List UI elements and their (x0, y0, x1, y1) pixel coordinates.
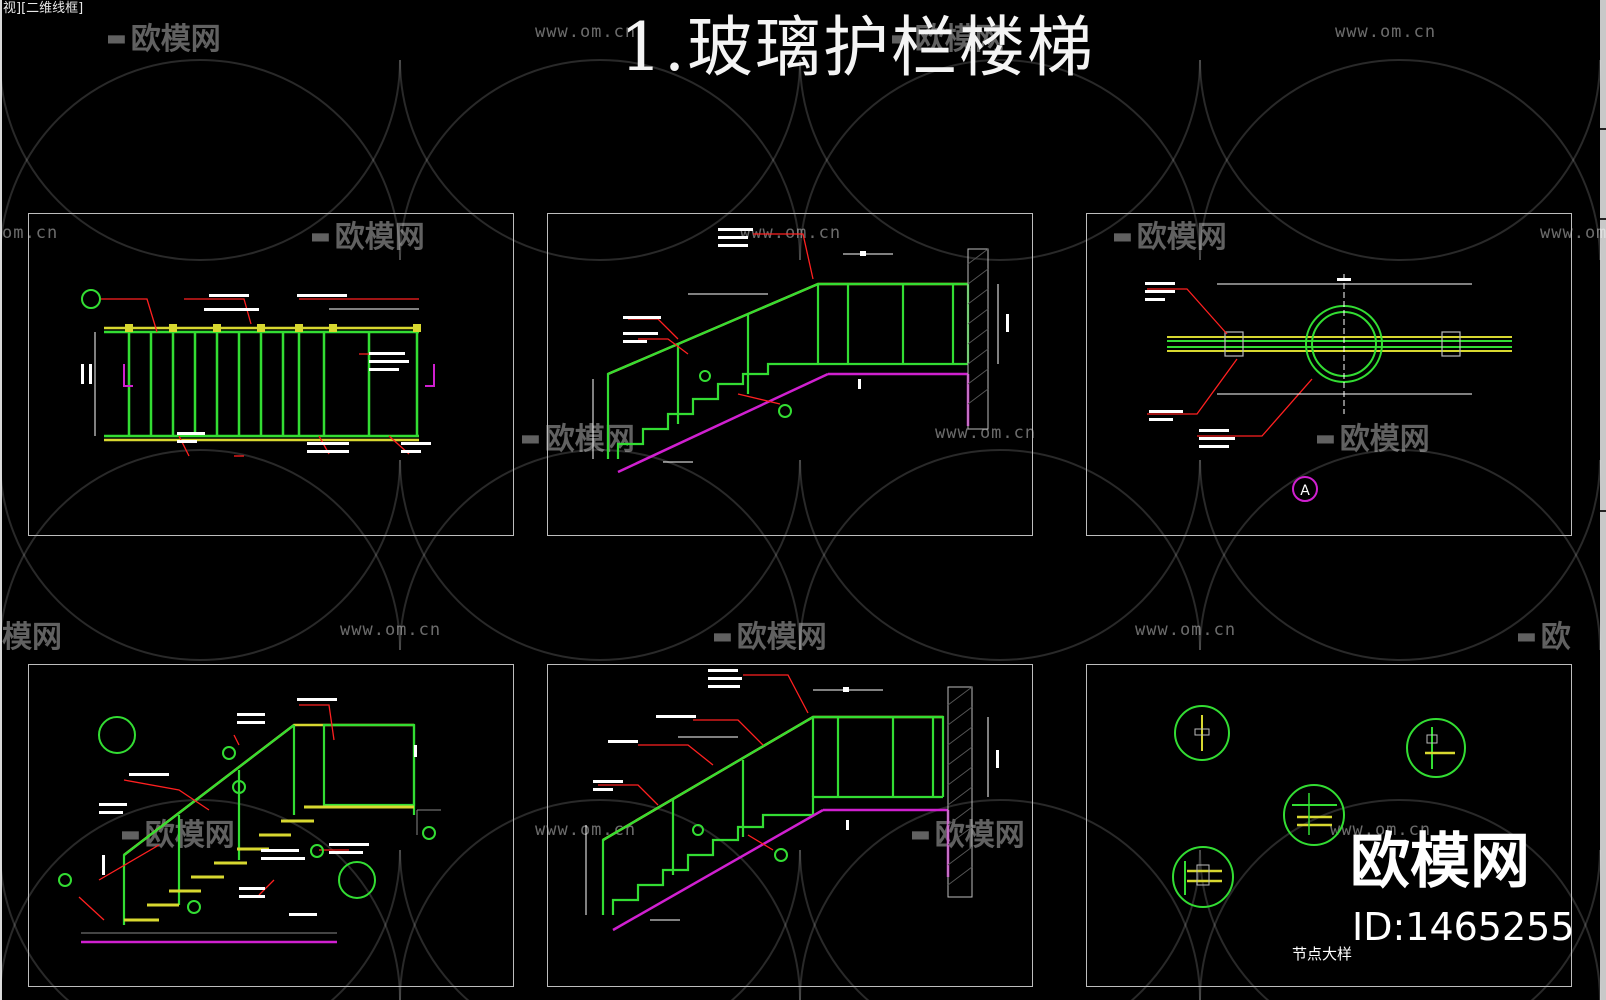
watermark-url: om.cn (2, 223, 59, 243)
brand-id: ID:1465255 (1352, 905, 1575, 949)
panel-stair-section-2[interactable] (547, 664, 1033, 987)
watermark-logo: ▬欧模网 (712, 612, 827, 656)
scrollbar-tick (1600, 128, 1606, 130)
sofa-icon: ▬ (106, 26, 127, 51)
watermark-url: www.om.cn (1135, 620, 1237, 640)
viewport-label[interactable]: 视][二维线框] (0, 0, 87, 18)
vertical-scrollbar[interactable] (1600, 0, 1606, 1000)
watermark-logo: 模网 (2, 612, 62, 656)
watermark-logo: ▬欧模网 (1315, 414, 1430, 458)
watermark-logo-text: 欧模网 (130, 22, 221, 57)
watermark-url: www.om.cn (340, 620, 442, 640)
watermark-url: www.om.cn (740, 223, 842, 243)
scrollbar-tick (1600, 218, 1606, 220)
section-marker (1292, 476, 1318, 502)
stair-section-drawing-1 (592, 228, 1009, 474)
watermark-logo-text: 模网 (2, 620, 62, 655)
sofa-icon: ▬ (1315, 426, 1336, 451)
detail-callout-circle (98, 716, 136, 754)
watermark-logo: ▬欧模网 (120, 810, 235, 854)
node-detail-callout (1174, 705, 1230, 761)
railing-elevation-drawing (81, 289, 435, 457)
detail-callout-circle (338, 861, 376, 899)
panel-node-details[interactable] (1086, 664, 1572, 987)
watermark-url: www.om.cn (535, 22, 637, 42)
panel-stair-section-1[interactable] (547, 213, 1033, 536)
node-details-drawing (1172, 705, 1466, 908)
scrollbar-tick (1600, 510, 1606, 512)
watermark-logo-text: 欧模网 (1136, 220, 1227, 255)
watermark-logo-text: 欧模网 (334, 220, 425, 255)
sofa-icon: ▬ (120, 822, 141, 847)
node-detail-callout (1283, 784, 1345, 846)
watermark-logo: ▬欧 (1516, 612, 1571, 656)
watermark-url: www.om.cn (935, 423, 1037, 443)
watermark-logo: ▬欧模网 (310, 212, 425, 256)
sofa-icon: ▬ (1516, 624, 1537, 649)
sofa-icon: ▬ (910, 822, 931, 847)
sofa-icon: ▬ (712, 624, 733, 649)
section-marker-letter: A (1300, 483, 1310, 499)
watermark-logo-text: 欧模网 (914, 22, 1005, 57)
watermark-logo-text: 欧模网 (544, 422, 635, 457)
watermark-logo: ▬欧模网 (910, 810, 1025, 854)
canvas-left-border (0, 0, 2, 1000)
watermark-logo: ▬欧模网 (890, 14, 1005, 58)
watermark-logo: ▬欧模网 (520, 414, 635, 458)
brand-logo-text: 欧模网 (1350, 827, 1530, 897)
watermark-logo: ▬欧模网 (106, 14, 221, 58)
sofa-icon: ▬ (1112, 224, 1133, 249)
sofa-icon: ▬ (310, 224, 331, 249)
watermark-url: www.om.cn (1540, 223, 1606, 243)
watermark-logo-text: 欧模网 (1339, 422, 1430, 457)
node-detail-callout (1406, 718, 1466, 778)
watermark-url: www.om.cn (1335, 22, 1437, 42)
stair-elevation-drawing (58, 698, 441, 944)
node-detail-callout (1172, 846, 1234, 908)
watermark-url: www.om.cn (1330, 820, 1432, 840)
watermark-logo-text: 欧模网 (144, 818, 235, 853)
sheet-title: 1.玻璃护栏楼梯 (620, 9, 1095, 86)
watermark-logo: ▬欧模网 (1112, 212, 1227, 256)
plan-detail-drawing: A (1145, 274, 1512, 502)
panel-plan-detail[interactable]: A (1086, 213, 1572, 536)
watermark-logo-text: 欧 (1540, 620, 1571, 655)
stair-section-drawing-2 (585, 669, 999, 932)
sofa-icon: ▬ (890, 26, 911, 51)
panel-stair-elevation[interactable] (28, 664, 514, 987)
sofa-icon: ▬ (520, 426, 541, 451)
watermark-logo-text: 欧模网 (736, 620, 827, 655)
node-details-caption: 节点大样 (1292, 945, 1353, 963)
panel-railing-elevation[interactable] (28, 213, 514, 536)
